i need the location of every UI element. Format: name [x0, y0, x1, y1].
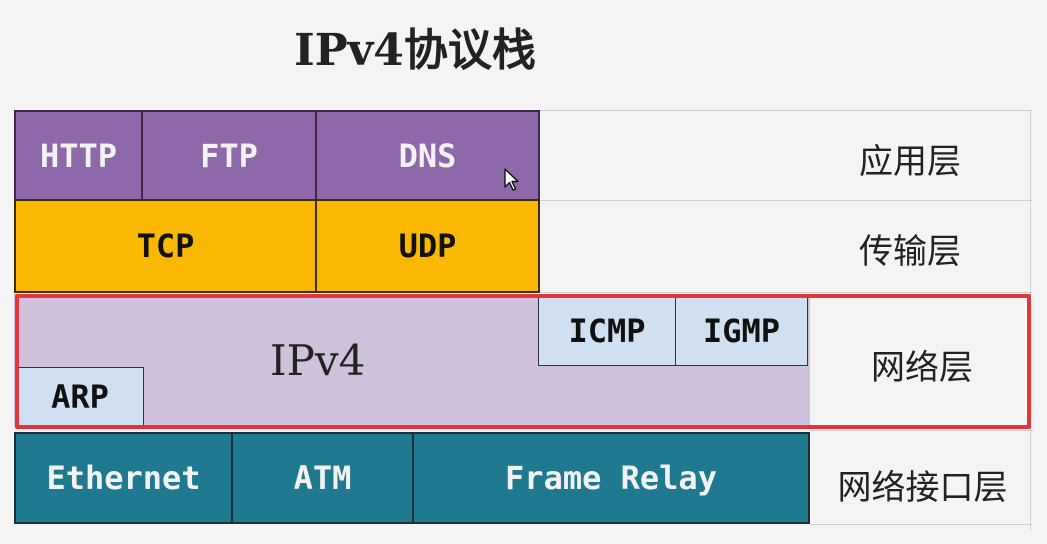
- grid-line: [540, 200, 1032, 201]
- protocol-icmp: ICMP: [538, 296, 676, 366]
- protocol-ethernet: Ethernet: [14, 432, 233, 524]
- diagram-title: IPv4协议栈: [294, 25, 536, 76]
- network-layer-highlight: [15, 294, 1031, 429]
- protocol-arp: ARP: [16, 367, 144, 426]
- protocol-http: HTTP: [14, 110, 143, 201]
- protocol-atm: ATM: [231, 432, 414, 524]
- layer-label-link: 网络接口层: [837, 468, 1008, 508]
- grid-line: [540, 110, 1032, 111]
- protocol-ipv4: IPv4: [270, 336, 366, 385]
- protocol-igmp: IGMP: [675, 296, 808, 366]
- grid-line: [540, 292, 1032, 293]
- layer-label-transport: 传输层: [859, 232, 961, 272]
- mouse-cursor-icon: [504, 168, 519, 191]
- grid-line: [810, 524, 1032, 525]
- protocol-tcp: TCP: [14, 199, 317, 293]
- grid-line: [810, 430, 1032, 431]
- layer-label-network: 网络层: [871, 348, 973, 388]
- protocol-ftp: FTP: [141, 110, 317, 201]
- protocol-udp: UDP: [315, 199, 540, 293]
- protocol-frame-relay: Frame Relay: [412, 432, 810, 524]
- protocol-dns: DNS: [315, 110, 540, 201]
- layer-label-application: 应用层: [859, 142, 961, 182]
